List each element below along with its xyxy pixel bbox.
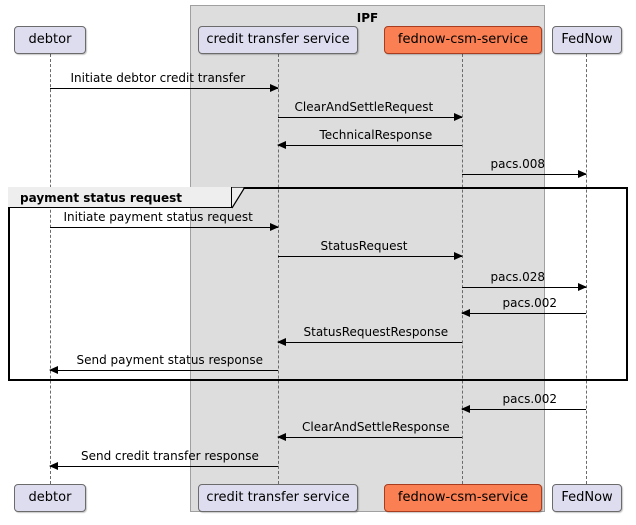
message-arrow-m7 xyxy=(462,283,587,291)
message-label-m11: pacs.002 xyxy=(502,392,558,406)
message-label-m5: Initiate payment status request xyxy=(63,210,253,224)
group-box-ipf: IPF xyxy=(190,5,545,512)
arrowhead-icon xyxy=(49,462,58,470)
participant-cts-top[interactable]: credit transfer service xyxy=(198,26,358,54)
group-box-title: IPF xyxy=(356,11,379,25)
participant-fednow-top[interactable]: FedNow xyxy=(552,26,622,54)
participant-debtor-top[interactable]: debtor xyxy=(14,26,86,54)
message-arrow-m2 xyxy=(278,113,463,121)
participant-fednow-csm-bottom[interactable]: fednow-csm-service xyxy=(384,484,542,512)
message-arrow-m11 xyxy=(461,405,586,413)
fragment-payment-status-request xyxy=(8,187,628,381)
message-arrow-m10 xyxy=(49,366,278,374)
message-arrow-m4 xyxy=(462,170,587,178)
arrowhead-icon xyxy=(270,84,279,92)
message-label-m13: Send credit transfer response xyxy=(81,449,259,463)
fragment-tab-corner-svg xyxy=(231,187,246,209)
lifeline-debtor xyxy=(50,54,51,484)
arrowhead-icon xyxy=(49,366,58,374)
message-arrow-m5 xyxy=(50,223,279,231)
participant-label: fednow-csm-service xyxy=(397,490,529,505)
message-label-m12: ClearAndSettleResponse xyxy=(302,420,450,434)
arrowhead-icon xyxy=(578,170,587,178)
message-arrow-m8 xyxy=(461,309,586,317)
message-label-m4: pacs.008 xyxy=(490,157,546,171)
message-label-m9: StatusRequestResponse xyxy=(303,325,449,339)
participant-label: debtor xyxy=(28,32,72,47)
arrowhead-icon xyxy=(277,141,286,149)
message-label-m1: Initiate debtor credit transfer xyxy=(70,71,246,85)
message-arrow-m13 xyxy=(49,462,278,470)
message-arrow-m6 xyxy=(278,252,463,260)
arrowhead-icon xyxy=(270,223,279,231)
message-arrow-m1 xyxy=(50,84,279,92)
arrowhead-icon xyxy=(461,405,470,413)
arrowhead-icon xyxy=(277,338,286,346)
participant-label: FedNow xyxy=(561,490,613,505)
fragment-tab xyxy=(8,187,232,208)
message-label-m8: pacs.002 xyxy=(502,296,558,310)
message-label-m3: TechnicalResponse xyxy=(319,128,433,142)
arrowhead-icon xyxy=(461,309,470,317)
arrowhead-icon xyxy=(454,113,463,121)
arrowhead-icon xyxy=(454,252,463,260)
participant-label: fednow-csm-service xyxy=(397,32,529,47)
participant-debtor-bottom[interactable]: debtor xyxy=(14,484,86,512)
participant-label: debtor xyxy=(28,490,72,505)
message-label-m7: pacs.028 xyxy=(490,270,546,284)
participant-label: credit transfer service xyxy=(206,32,350,47)
arrowhead-icon xyxy=(578,283,587,291)
participant-label: FedNow xyxy=(561,32,613,47)
fragment-tab-label: payment status request xyxy=(20,191,183,205)
lifeline-fednow-csm xyxy=(462,54,463,484)
message-label-m6: StatusRequest xyxy=(320,239,408,253)
message-arrow-m3 xyxy=(277,141,462,149)
participant-cts-bottom[interactable]: credit transfer service xyxy=(198,484,358,512)
message-arrow-m12 xyxy=(277,433,462,441)
arrowhead-icon xyxy=(277,433,286,441)
message-label-m2: ClearAndSettleRequest xyxy=(294,100,434,114)
lifeline-fednow xyxy=(586,54,587,484)
lifeline-cts xyxy=(278,54,279,484)
message-label-m10: Send payment status response xyxy=(76,353,264,367)
participant-fednow-bottom[interactable]: FedNow xyxy=(552,484,622,512)
participant-fednow-csm-top[interactable]: fednow-csm-service xyxy=(384,26,542,54)
participant-label: credit transfer service xyxy=(206,490,350,505)
message-arrow-m9 xyxy=(277,338,462,346)
fragment-tab-corner-edge xyxy=(231,187,246,209)
